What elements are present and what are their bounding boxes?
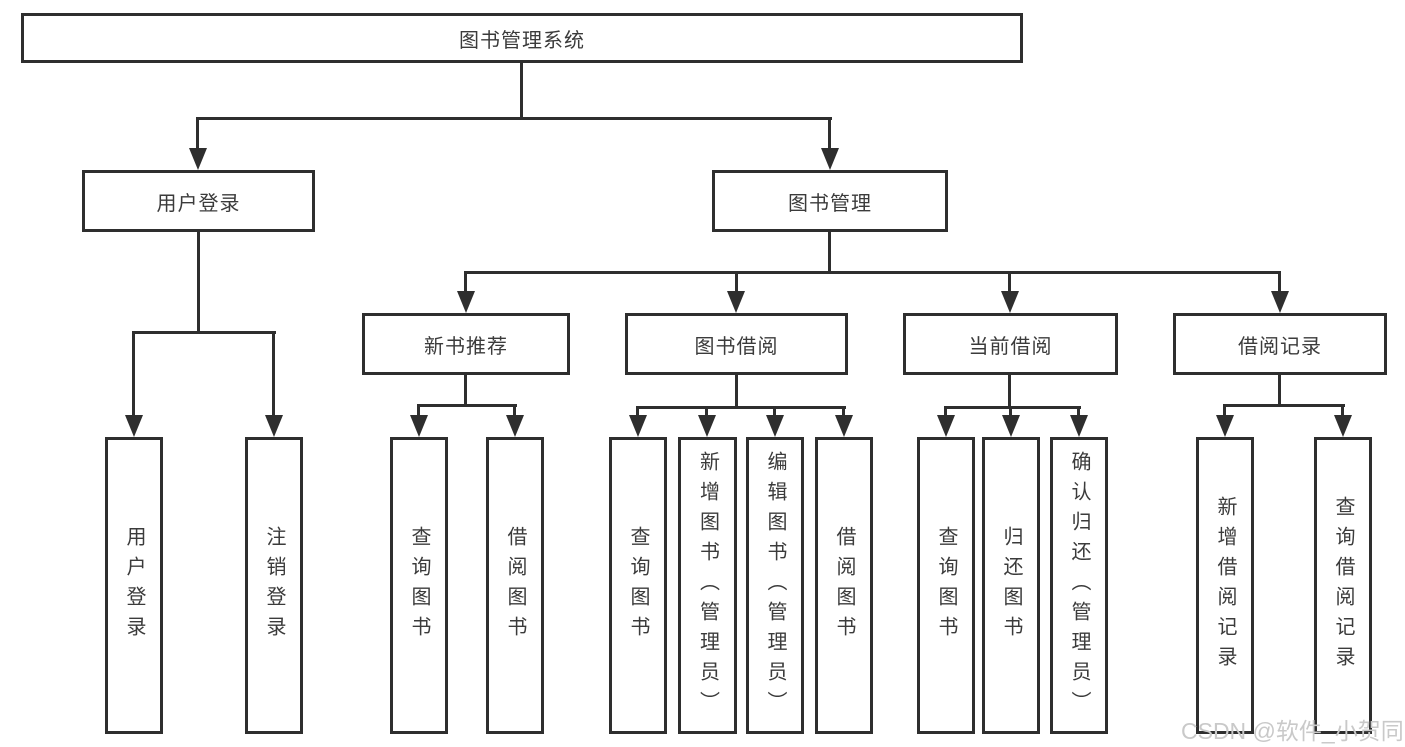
connector-line (196, 117, 199, 153)
connector-line (417, 404, 517, 407)
node-current-borrowing-label: 当前借阅 (968, 335, 1053, 358)
leaf-records-query-record-label: 查询借阅记录 (1332, 495, 1354, 676)
arrow-down-icon (265, 415, 283, 437)
node-new-book-recommendation: 新书推荐 (362, 313, 570, 375)
node-book-management-label: 图书管理 (788, 192, 872, 215)
node-book-borrowing-label: 图书借阅 (694, 335, 779, 358)
node-root: 图书管理系统 (21, 13, 1023, 63)
connector-line (520, 63, 523, 119)
connector-line (272, 331, 275, 419)
connector-line (1008, 271, 1011, 296)
arrow-down-icon (1216, 415, 1234, 437)
leaf-current-confirm-return-admin: 确认归还（管理员） (1050, 437, 1108, 734)
arrow-down-icon (1271, 291, 1289, 313)
leaf-current-return-books-label: 归还图书 (1000, 525, 1022, 646)
csdn-watermark: CSDN @软件_小贺同学 (1181, 718, 1405, 744)
connector-line (705, 406, 708, 418)
connector-line (464, 375, 467, 406)
connector-line (636, 406, 846, 409)
leaf-borrowing-query-books: 查询图书 (609, 437, 667, 734)
leaf-user-login-label: 用户登录 (123, 525, 145, 646)
leaf-newbook-query-books-label: 查询图书 (408, 525, 430, 646)
connector-line (944, 406, 947, 418)
leaf-current-return-books: 归还图书 (982, 437, 1040, 734)
connector-line (197, 232, 200, 334)
connector-line (417, 404, 420, 418)
arrow-down-icon (506, 415, 524, 437)
leaf-borrowing-edit-books-admin: 编辑图书（管理员） (746, 437, 804, 734)
node-borrowing-records: 借阅记录 (1173, 313, 1387, 375)
connector-line (513, 404, 516, 418)
arrow-down-icon (125, 415, 143, 437)
node-new-book-recommendation-label: 新书推荐 (424, 335, 508, 358)
leaf-logout: 注销登录 (245, 437, 303, 734)
leaf-current-confirm-return-admin-label: 确认归还（管理员） (1068, 450, 1090, 721)
connector-line (828, 232, 831, 273)
connector-line (828, 117, 831, 153)
leaf-newbook-borrow-books: 借阅图书 (486, 437, 544, 734)
connector-line (735, 271, 738, 296)
connector-line (196, 117, 832, 120)
arrow-down-icon (410, 415, 428, 437)
leaf-logout-label: 注销登录 (263, 525, 285, 646)
connector-line (464, 271, 1281, 274)
arrow-down-icon (1334, 415, 1352, 437)
leaf-borrowing-add-books-admin-label: 新增图书（管理员） (696, 450, 719, 721)
connector-line (944, 406, 1081, 409)
node-book-borrowing: 图书借阅 (625, 313, 848, 375)
arrow-down-icon (457, 291, 475, 313)
node-book-management: 图书管理 (712, 170, 948, 232)
connector-line (1077, 406, 1080, 418)
leaf-borrowing-borrow-books: 借阅图书 (815, 437, 873, 734)
leaf-newbook-borrow-books-label: 借阅图书 (504, 525, 526, 646)
arrow-down-icon (821, 148, 839, 170)
connector-line (132, 331, 276, 334)
leaf-current-query-books: 查询图书 (917, 437, 975, 734)
node-borrowing-records-label: 借阅记录 (1238, 335, 1322, 358)
connector-line (636, 406, 639, 418)
arrow-down-icon (698, 415, 716, 437)
arrow-down-icon (766, 415, 784, 437)
node-user-login: 用户登录 (82, 170, 315, 232)
connector-line (1278, 271, 1281, 296)
connector-line (1008, 375, 1011, 408)
connector-line (842, 406, 845, 418)
connector-line (1009, 406, 1012, 418)
leaf-current-query-books-label: 查询图书 (935, 525, 957, 646)
node-user-login-label: 用户登录 (156, 192, 241, 215)
connector-line (1278, 375, 1281, 406)
connector-line (464, 271, 467, 296)
arrow-down-icon (1002, 415, 1020, 437)
leaf-user-login: 用户登录 (105, 437, 163, 734)
connector-line (1223, 404, 1226, 418)
node-root-label: 图书管理系统 (459, 29, 585, 52)
leaf-borrowing-add-books-admin: 新增图书（管理员） (678, 437, 737, 734)
arrow-down-icon (835, 415, 853, 437)
arrow-down-icon (727, 291, 745, 313)
arrow-down-icon (1001, 291, 1019, 313)
arrow-down-icon (189, 148, 207, 170)
node-current-borrowing: 当前借阅 (903, 313, 1118, 375)
leaf-borrowing-edit-books-admin-label: 编辑图书（管理员） (764, 450, 786, 721)
leaf-records-add-record-label: 新增借阅记录 (1214, 495, 1236, 676)
connector-line (735, 375, 738, 408)
connector-line (773, 406, 776, 418)
connector-line (132, 331, 135, 419)
arrow-down-icon (937, 415, 955, 437)
leaf-borrowing-query-books-label: 查询图书 (627, 525, 649, 646)
connector-line (1223, 404, 1345, 407)
leaf-records-add-record: 新增借阅记录 (1196, 437, 1254, 734)
leaf-records-query-record: 查询借阅记录 (1314, 437, 1372, 734)
connector-line (1341, 404, 1344, 418)
leaf-newbook-query-books: 查询图书 (390, 437, 448, 734)
arrow-down-icon (629, 415, 647, 437)
arrow-down-icon (1070, 415, 1088, 437)
leaf-borrowing-borrow-books-label: 借阅图书 (833, 525, 855, 646)
